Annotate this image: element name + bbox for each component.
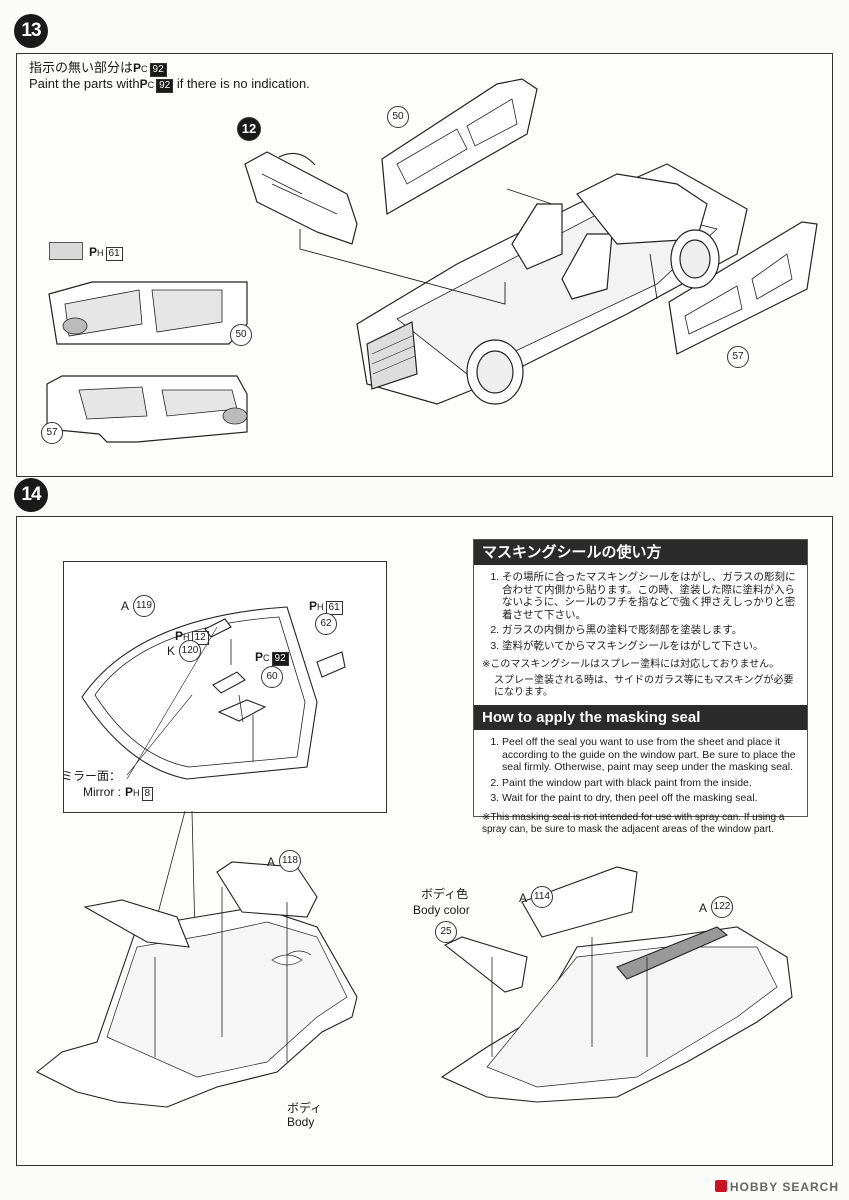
seal-step-jp-2: ガラスの内側から黒の塗料で彫刻部を塗装します。 [502, 624, 799, 637]
seal-title-en: How to apply the masking seal [474, 705, 807, 730]
seal-title-jp: マスキングシールの使い方 [474, 540, 807, 565]
step-14-drawing [35, 606, 793, 1108]
bodycolor-label-jp: ボディ色 [421, 887, 469, 901]
mirror-label-en: Mirror : [83, 785, 121, 799]
part-50-marker-left: 50 [230, 324, 252, 346]
paint-swatch [49, 242, 83, 260]
seal-note-jp-1: ※このマスキングシールはスプレー塗料には対応しておりません。 [482, 659, 780, 670]
hobby-search-watermark: HOBBY SEARCH [714, 1180, 839, 1194]
seal-note-jp-2: スプレー塗装される時は、サイドのガラス等にもマスキングが必要になります。 [494, 675, 794, 698]
part-114-marker: 114 [531, 886, 553, 908]
seal-step-en-2: Paint the window part with black paint f… [502, 777, 799, 790]
part-119-marker: 119 [133, 595, 155, 617]
part-25-marker: 25 [435, 921, 457, 943]
body-label-en: Body [287, 1115, 315, 1129]
step-13-badge: 13 [14, 14, 48, 48]
part-62-marker: 62 [315, 613, 337, 635]
seal-step-jp-1: その場所に合ったマスキングシールをはがし、ガラスの彫刻に合わせて内側から貼ります… [502, 571, 799, 621]
part-118-marker: 118 [279, 850, 301, 872]
seal-step-jp-3: 塗料が乾いてからマスキングシールをはがして下さい。 [502, 640, 799, 653]
part-120-marker: 120 [179, 640, 201, 662]
step-13-drawing [46, 78, 818, 443]
label-k120: K [167, 644, 176, 658]
part-57-marker-right: 57 [727, 346, 749, 368]
body-label-jp: ボディ [287, 1101, 323, 1115]
part-122-marker: 122 [711, 896, 733, 918]
mirror-label-jp: ミラー面： [60, 769, 121, 783]
seal-step-en-1: Peel off the seal you want to use from t… [502, 736, 799, 774]
label-a119: A [121, 599, 130, 613]
seal-note-en: ※This masking seal is not intended for u… [482, 811, 785, 835]
label-a114: A [519, 891, 528, 905]
step-14-badge: 14 [14, 478, 48, 512]
seal-steps-en: Peel off the seal you want to use from t… [474, 730, 807, 812]
part-60-marker: 60 [261, 666, 283, 688]
part-50-marker-upper: 50 [387, 106, 409, 128]
label-a118: A [267, 855, 276, 869]
seal-step-en-3: Wait for the paint to dry, then peel off… [502, 792, 799, 805]
masking-seal-instructions: マスキングシールの使い方 その場所に合ったマスキングシールをはがし、ガラスの彫刻… [473, 539, 808, 835]
part-57-marker-left: 57 [41, 422, 63, 444]
part-12-marker: 12 [237, 117, 261, 141]
label-a122: A [699, 901, 708, 915]
bodycolor-label-en: Body color [413, 903, 470, 917]
seal-steps-jp: その場所に合ったマスキングシールをはがし、ガラスの彫刻に合わせて内側から貼ります… [474, 565, 807, 659]
hobby-search-logo-icon [714, 1180, 727, 1192]
